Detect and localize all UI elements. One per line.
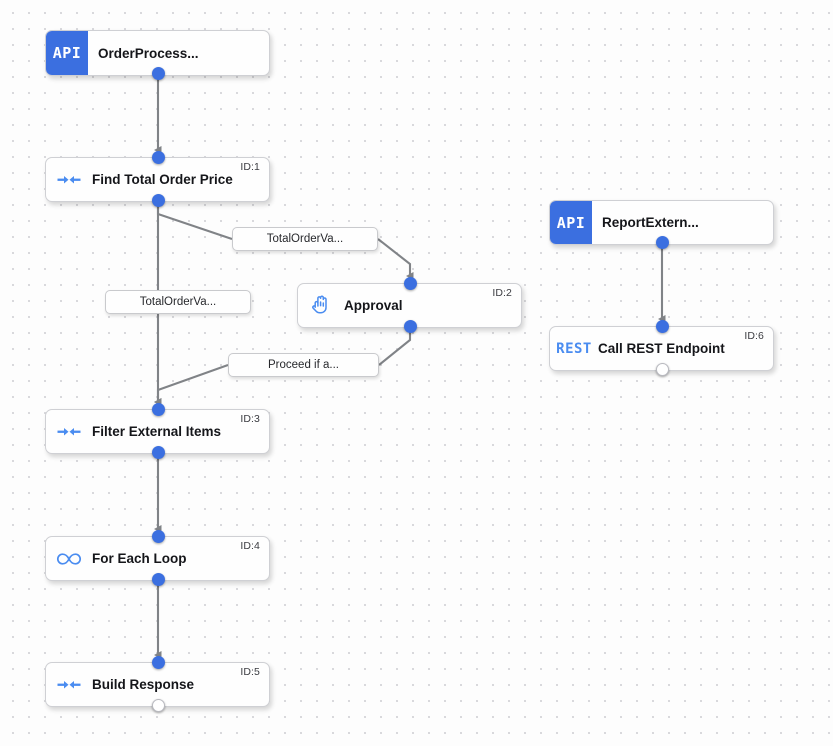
node-title: For Each Loop (92, 551, 187, 566)
hand-icon (298, 295, 344, 316)
node-id-tag: ID:4 (240, 540, 260, 552)
node-id-tag: ID:6 (744, 330, 764, 342)
node-title: ReportExtern... (602, 215, 699, 230)
rest-badge-icon: REST (556, 340, 592, 357)
node-title: Approval (344, 298, 403, 313)
merge-arrows-icon (46, 172, 92, 188)
port-for-each-loop-input[interactable] (151, 530, 165, 543)
port-find-total-order-price-input[interactable] (151, 151, 165, 164)
port-approval-input[interactable] (403, 277, 417, 290)
node-title: Call REST Endpoint (598, 341, 725, 356)
merge-arrows-icon (46, 424, 92, 440)
node-title: Build Response (92, 677, 195, 692)
node-id-tag: ID:2 (492, 287, 512, 299)
node-order-process[interactable]: API OrderProcess... (45, 30, 270, 76)
edge-approval-to-filter-seg2 (154, 364, 229, 406)
port-filter-external-items-output[interactable] (151, 446, 165, 459)
api-badge-icon: API (46, 31, 88, 75)
node-title: Filter External Items (92, 424, 222, 439)
port-build-response-output[interactable] (151, 699, 165, 712)
port-for-each-loop-output[interactable] (151, 573, 165, 586)
infinity-icon (46, 552, 92, 566)
api-badge-icon: API (550, 201, 592, 244)
node-title: Find Total Order Price (92, 172, 233, 187)
port-find-total-order-price-output[interactable] (151, 194, 165, 207)
port-report-external-output[interactable] (655, 236, 669, 249)
node-id-tag: ID:5 (240, 666, 260, 678)
edge-label-total-order-value-filter[interactable]: TotalOrderVa... (105, 290, 251, 314)
merge-arrows-icon (46, 677, 92, 693)
node-find-total-order-price[interactable]: Find Total Order Price ID:1 (45, 157, 270, 202)
port-build-response-input[interactable] (151, 656, 165, 669)
edge-approval-to-filter-seg1 (378, 329, 412, 366)
node-filter-external-items[interactable]: Filter External Items ID:3 (45, 409, 270, 454)
port-approval-output[interactable] (403, 320, 417, 333)
node-id-tag: ID:3 (240, 413, 260, 425)
edge-label-total-order-value-approval[interactable]: TotalOrderVa... (232, 227, 378, 251)
port-filter-external-items-input[interactable] (151, 403, 165, 416)
edge-findtotal-to-approval-seg2 (377, 238, 414, 280)
port-call-rest-endpoint-output[interactable] (655, 363, 669, 376)
edge-findtotal-to-approval-seg1 (156, 203, 233, 240)
port-call-rest-endpoint-input[interactable] (655, 320, 669, 333)
edge-label-proceed-if-approved[interactable]: Proceed if a... (228, 353, 379, 377)
node-title: OrderProcess... (98, 45, 199, 61)
port-order-process-output[interactable] (151, 66, 165, 80)
node-id-tag: ID:1 (240, 161, 260, 173)
